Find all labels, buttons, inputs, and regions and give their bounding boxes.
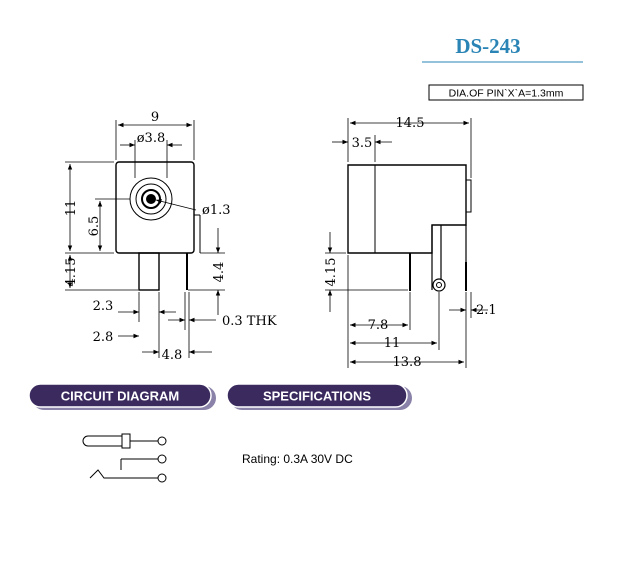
dim-pin-c: 13.8 [393,355,422,370]
front-view [115,161,201,291]
dim-pin: ø1.3 [202,203,231,218]
side-view [347,164,472,292]
dim-pin-span: 4.8 [162,348,183,363]
note-box [428,84,584,101]
pin-diameter-note: DIA.OF PIN`X`A=1.3mm [449,88,564,100]
dim-bore: ø3.8 [137,131,166,146]
specifications-header: SPECIFICATIONS [226,383,412,410]
dim-length: 14.5 [396,116,425,131]
jack-body-side [347,164,467,254]
dim-height: 11 [64,200,79,217]
dim-pin-offset: 2.3 [93,299,114,314]
dim-pin-offset-2: 2.8 [93,330,114,345]
dim-pin-d: 2.1 [476,303,497,318]
front-leg-left [138,252,160,291]
dim-leg-right: 4.4 [212,262,227,283]
front-dimension-lines [65,120,225,358]
dim-leg: 4.15 [324,258,339,287]
dim-front: 3.5 [352,136,373,151]
part-title: DS-243 [455,34,520,58]
circuit-diagram-header: CIRCUIT DIAGRAM [28,383,216,410]
specifications-label: SPECIFICATIONS [263,389,371,404]
dim-pin-b: 11 [384,336,401,351]
side-dimension-lines [325,118,488,368]
circuit-diagram-label: CIRCUIT DIAGRAM [61,389,179,404]
dim-pin-a: 7.8 [368,318,389,333]
circuit-schematic [82,433,167,483]
rating-text: Rating: 0.3A 30V DC [242,452,353,466]
dim-leg-left: 4.15 [64,258,79,287]
dim-width: 9 [151,110,159,125]
dim-thickness: 0.3 THK [222,314,277,329]
dim-center-height: 6.5 [87,216,102,237]
